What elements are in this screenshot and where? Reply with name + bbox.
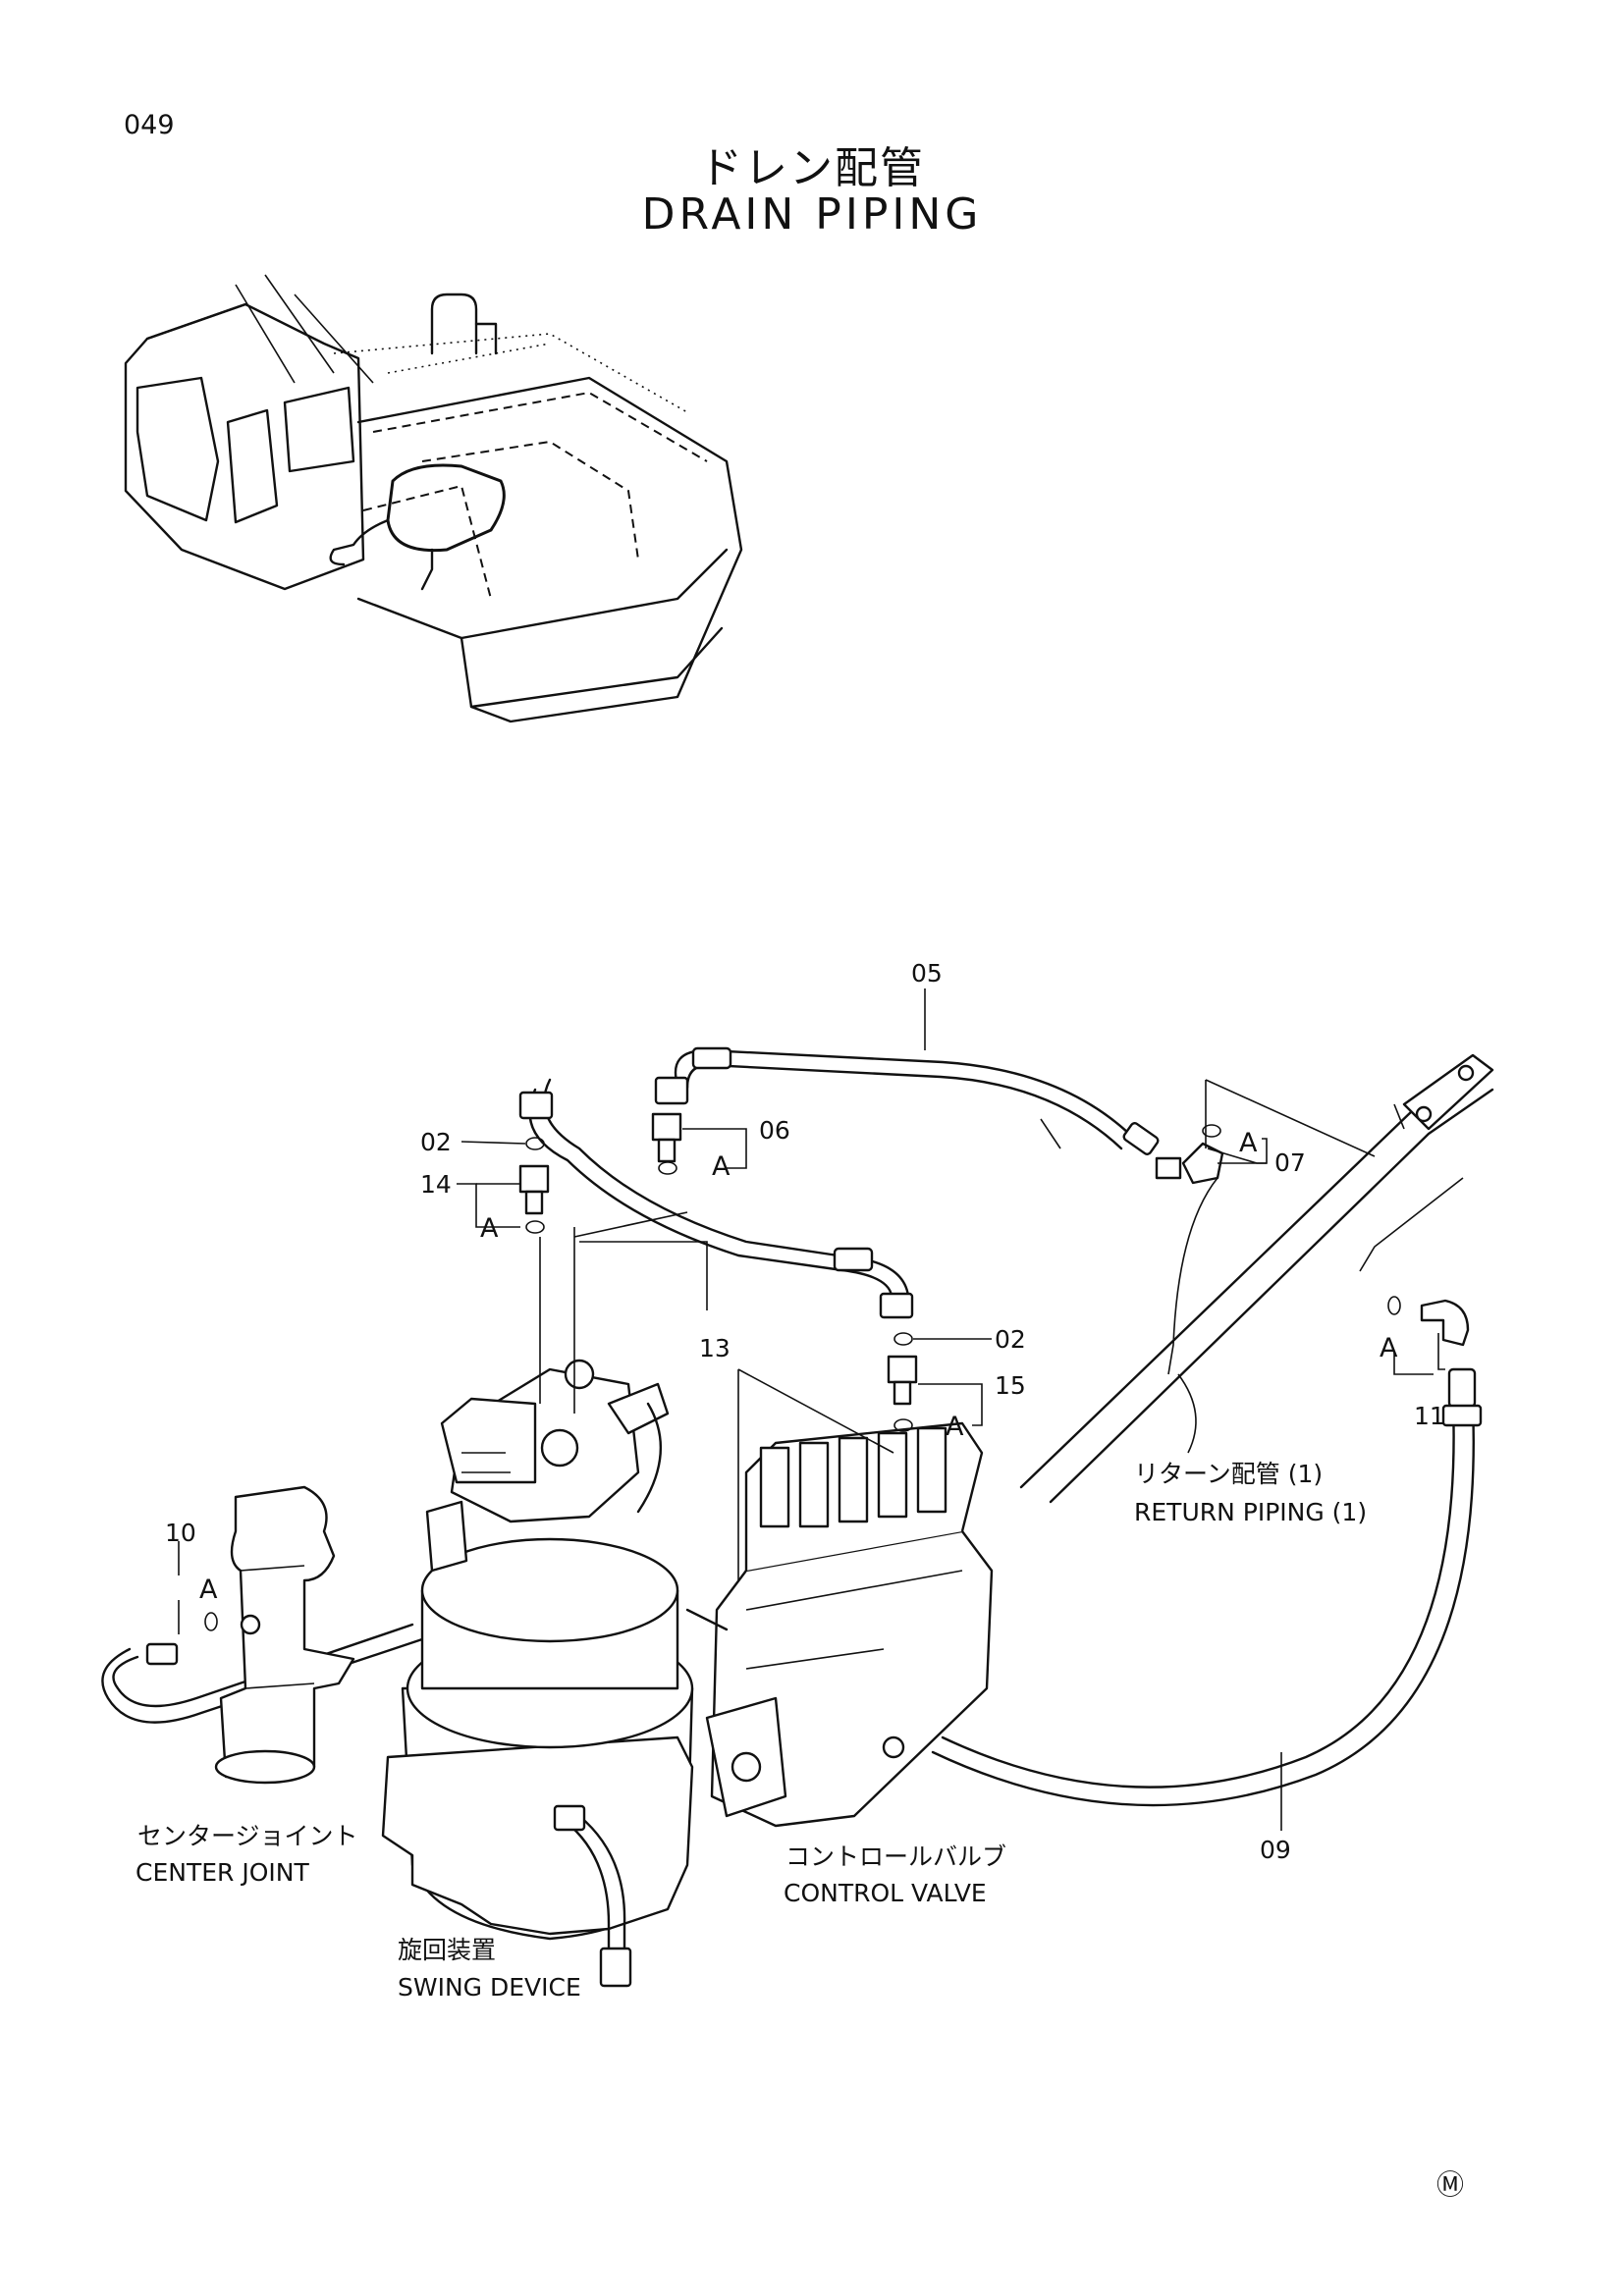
return-piping-label-jp: リターン配管 (1)	[1134, 1460, 1323, 1488]
ref-mark-a-06: A	[712, 1151, 731, 1182]
part-number-07: 07	[1274, 1148, 1306, 1177]
page-number: 049	[124, 110, 175, 140]
control-valve-label-jp: コントロールバルブ	[785, 1842, 1006, 1871]
part-number-11: 11	[1414, 1402, 1445, 1430]
hose-05	[654, 1046, 1160, 1155]
part-number-09: 09	[1260, 1836, 1291, 1864]
hose-13	[518, 1078, 914, 1319]
fittings	[204, 1112, 1470, 1631]
title-japanese: ドレン配管	[699, 143, 925, 193]
reference-marks: A A A A A A	[199, 1128, 1398, 1605]
component-labels: リターン配管 (1) RETURN PIPING (1) センタージョイント C…	[135, 1460, 1367, 2002]
part-number-05: 05	[911, 959, 943, 988]
part-number-labels: 05 06 07 02 14 13 02 15 11 10 09	[165, 959, 1445, 1864]
swing-device-label-en: SWING DEVICE	[398, 1973, 581, 2002]
ref-mark-a-07: A	[1239, 1128, 1258, 1158]
control-valve-illustration	[685, 1421, 994, 1828]
part-number-10: 10	[165, 1519, 196, 1547]
ref-mark-a-15: A	[946, 1412, 964, 1442]
ref-mark-a-14: A	[480, 1213, 499, 1244]
swing-device-label-jp: 旋回装置	[398, 1936, 496, 1964]
return-piping	[1019, 1053, 1494, 1504]
return-piping-label-en: RETURN PIPING (1)	[1134, 1498, 1367, 1526]
center-joint-label-jp: センタージョイント	[137, 1822, 358, 1850]
part-number-02-upper: 02	[420, 1128, 452, 1156]
control-valve-label-en: CONTROL VALVE	[784, 1879, 987, 1907]
ref-mark-a-11: A	[1380, 1333, 1398, 1363]
hose-09	[931, 1367, 1483, 1807]
title-english: DRAIN PIPING	[641, 189, 983, 240]
excavator-overview-illustration	[124, 274, 743, 723]
part-number-15: 15	[995, 1371, 1026, 1400]
ref-mark-a-10: A	[199, 1575, 218, 1605]
part-number-06: 06	[759, 1116, 790, 1145]
center-joint-illustration	[214, 1485, 355, 1785]
part-number-14: 14	[420, 1170, 452, 1199]
swing-device-illustration	[381, 1359, 694, 1988]
part-number-02-lower: 02	[995, 1325, 1026, 1354]
leader-lines	[178, 988, 1464, 1831]
center-joint-hose	[101, 1623, 424, 1724]
part-number-13: 13	[699, 1334, 731, 1362]
center-joint-label-en: CENTER JOINT	[135, 1858, 309, 1887]
maker-mark: Ⓜ	[1436, 2168, 1464, 2201]
